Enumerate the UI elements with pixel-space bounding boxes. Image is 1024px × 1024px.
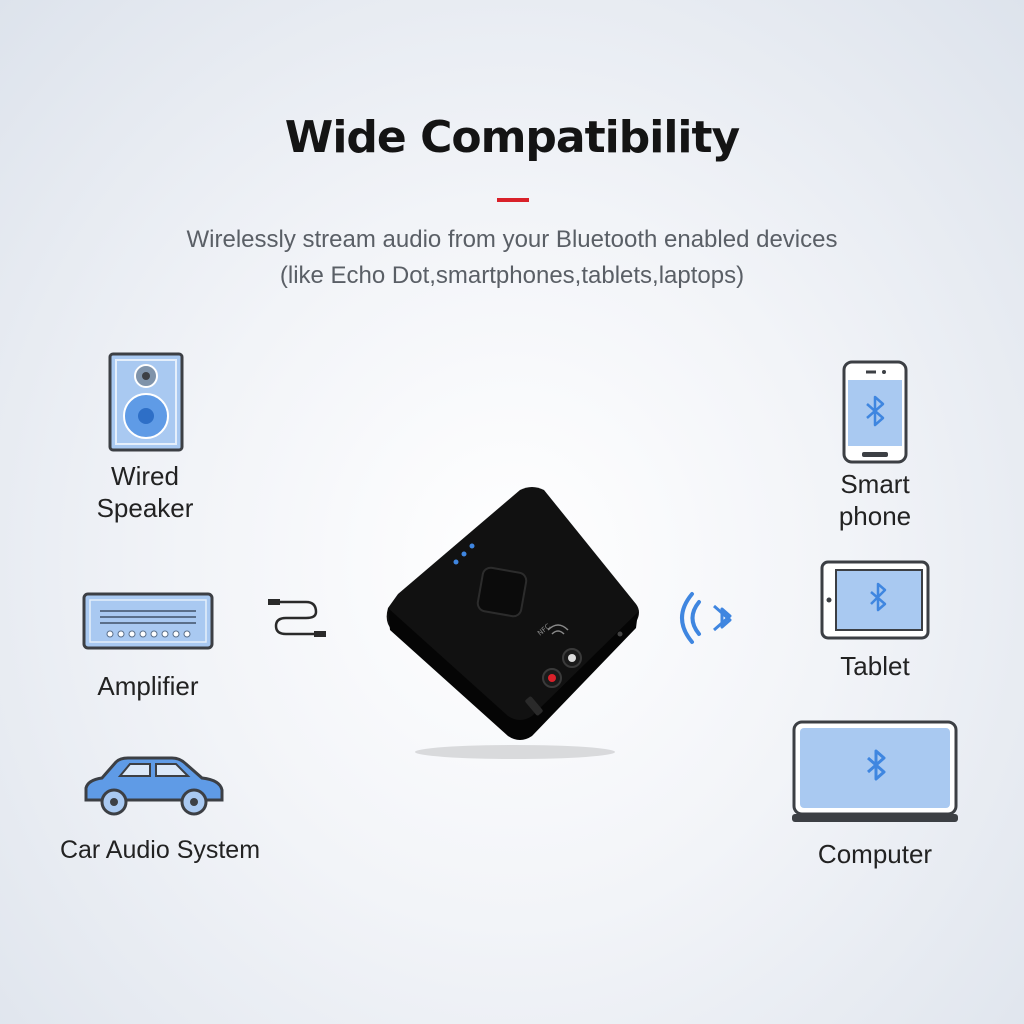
wired-speaker-label: Wired Speaker bbox=[96, 461, 194, 523]
tablet-icon bbox=[820, 560, 930, 640]
subtitle-line-1: Wirelessly stream audio from your Blueto… bbox=[186, 226, 838, 253]
smartphone-label: Smart phone bbox=[838, 469, 912, 531]
laptop-icon bbox=[792, 720, 958, 822]
speaker-icon bbox=[108, 352, 184, 452]
car-icon bbox=[84, 756, 224, 816]
amplifier-label: Amplifier bbox=[97, 671, 199, 701]
title-accent-bar bbox=[497, 198, 529, 202]
bluetooth-receiver-icon: NFC bbox=[386, 487, 639, 759]
amplifier-icon bbox=[82, 592, 214, 650]
smartphone-icon bbox=[842, 360, 908, 464]
computer-label: Computer bbox=[817, 839, 933, 869]
bluetooth-signal-icon bbox=[680, 592, 732, 644]
audio-cable-icon bbox=[268, 599, 326, 637]
page-title: Wide Compatibility bbox=[284, 112, 740, 163]
car-audio-label: Car Audio System bbox=[59, 836, 261, 864]
subtitle-line-2: (like Echo Dot,smartphones,tablets,lapto… bbox=[279, 262, 745, 289]
tablet-label: Tablet bbox=[840, 651, 910, 681]
